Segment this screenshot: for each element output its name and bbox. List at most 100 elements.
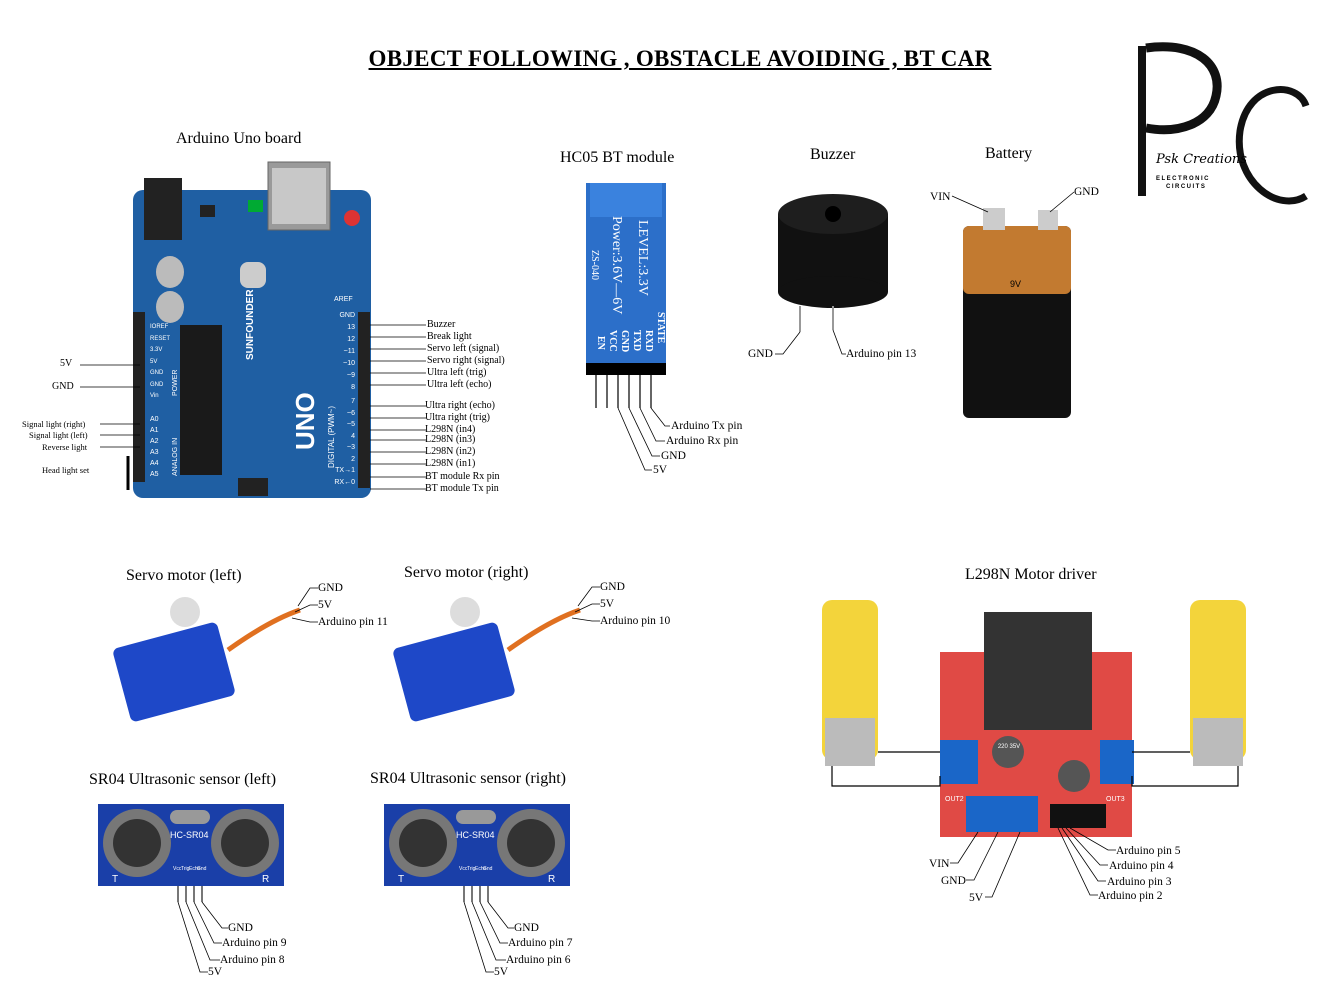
sr04-right-r: R (548, 874, 555, 885)
l298n-heading: L298N Motor driver (965, 566, 1097, 584)
pin-label: Echo (475, 866, 483, 872)
sr04-right-heading: SR04 Ultrasonic sensor (right) (370, 770, 566, 788)
sr04-left-model: HC-SR04 (170, 830, 209, 840)
sr04-right-t: T (398, 874, 404, 885)
servo-left-label-5v: 5V (318, 598, 332, 612)
servo-right-body (392, 597, 580, 723)
servo-right-label-pin: Arduino pin 10 (600, 614, 670, 628)
hc05-pin-en: EN (595, 336, 606, 350)
servo-right-label-5v: 5V (600, 597, 614, 611)
buzzer-label-pin13: Arduino pin 13 (846, 347, 916, 361)
pin-label: A2 (150, 436, 159, 447)
arduino-aref-label: AREF (334, 296, 353, 303)
arduino-label-head-light: Head light set (42, 465, 89, 475)
l298n-label-pin2: Arduino pin 2 (1098, 889, 1163, 903)
pin-label: ~11 (333, 346, 355, 358)
pin-label: 12 (333, 334, 355, 346)
pin-label: RX←0 (328, 477, 355, 489)
pin-label: Echo (189, 866, 197, 872)
sr04-left-label-pin9: Arduino pin 9 (222, 936, 287, 950)
hc05-label-tx: Arduino Tx pin (671, 419, 742, 433)
sr04-left-pins: VccTrigEchoGnd (173, 866, 205, 872)
hc05-pin-vcc: VCC (607, 330, 618, 352)
pin-label: A1 (150, 425, 159, 436)
hc05-pin-txd: TXD (631, 330, 642, 351)
battery-heading: Battery (985, 145, 1032, 163)
sr04-right-label-5v: 5V (494, 965, 508, 979)
pin-label: IOREF (150, 322, 170, 334)
hc05-pin-rxd: RXD (643, 330, 654, 352)
hc05-board-text-3: ZS-040 (589, 250, 600, 280)
sr04-left-label-5v: 5V (208, 965, 222, 979)
sr04-left-r: R (262, 874, 269, 885)
arduino-digital-pins-top: GND 13 12 ~11 ~10 ~9 8 (333, 310, 355, 394)
arduino-label-ultra-left-echo: Ultra left (echo) (427, 379, 491, 391)
pin-label: 7 (328, 396, 355, 408)
arduino-model: UNO (290, 392, 321, 450)
pin-label: 3.3V (150, 345, 170, 357)
l298n-label-gnd: GND (941, 874, 966, 888)
sr04-left-board (98, 804, 284, 902)
pin-label: GND (333, 310, 355, 322)
sr04-right-pins: VccTrigEchoGnd (459, 866, 491, 872)
arduino-label-bt-rx: BT module Rx pin (425, 471, 500, 483)
sr04-right-label-gnd: GND (514, 921, 539, 935)
servo-left-label-gnd: GND (318, 581, 343, 595)
pin-label: ~5 (328, 419, 355, 431)
sr04-left-heading: SR04 Ultrasonic sensor (left) (89, 771, 276, 789)
pin-label: 13 (333, 322, 355, 334)
pin-label: Gnd (197, 866, 205, 872)
buzzer-heading: Buzzer (810, 146, 855, 164)
servo-left-heading: Servo motor (left) (126, 567, 242, 585)
arduino-power-pins: IOREF RESET 3.3V 5V GND GND Vin (150, 322, 170, 403)
hc05-board-text-2: Power:3.6V—6V (608, 216, 624, 314)
pin-label: 4 (328, 431, 355, 443)
arduino-label-reverse-light: Reverse light (42, 442, 87, 452)
arduino-label-ultra-left-trig: Ultra left (trig) (427, 367, 486, 379)
arduino-digital-pins-bottom: 7 ~6 ~5 4 ~3 2 TX→1 RX←0 (328, 396, 355, 488)
l298n-board (822, 600, 1246, 837)
pin-label: ~9 (333, 370, 355, 382)
pin-label: GND (150, 368, 170, 380)
l298n-label-pin4: Arduino pin 4 (1109, 859, 1174, 873)
hc05-label-gnd: GND (661, 449, 686, 463)
pin-label: Vcc (459, 866, 467, 872)
arduino-label-gnd: GND (52, 381, 74, 393)
pin-label: RESET (150, 334, 170, 346)
hc05-label-5v: 5V (653, 463, 667, 477)
l298n-label-vin: VIN (929, 857, 949, 871)
hc05-heading: HC05 BT module (560, 149, 674, 167)
hc05-board (586, 183, 666, 408)
pin-label: ~10 (333, 358, 355, 370)
battery-voltage-label: 9V (1010, 279, 1021, 289)
pin-label: A0 (150, 414, 159, 425)
pin-label: ~6 (328, 408, 355, 420)
hc05-pin-gnd: GND (619, 330, 630, 352)
battery-label-vin: VIN (930, 190, 950, 204)
arduino-label-ultra-right-trig: Ultra right (trig) (425, 412, 490, 424)
pin-label: Vin (150, 391, 170, 403)
hc05-board-text-1: LEVEL:3.3V (634, 220, 650, 296)
pin-label: TX→1 (328, 465, 355, 477)
arduino-label-l298n-in1: L298N (in1) (425, 458, 475, 470)
sr04-left-label-pin8: Arduino pin 8 (220, 953, 285, 967)
sr04-right-model: HC-SR04 (456, 830, 495, 840)
sr04-right-label-pin7: Arduino pin 7 (508, 936, 573, 950)
pin-label: A4 (150, 458, 159, 469)
l298n-out-right: OUT3 (1106, 796, 1125, 803)
arduino-label-bt-tx: BT module Tx pin (425, 483, 499, 495)
servo-left-label-pin: Arduino pin 11 (318, 615, 388, 629)
arduino-label-break-light: Break light (427, 331, 472, 343)
sr04-right-board (384, 804, 570, 902)
l298n-out-left: OUT2 (945, 796, 964, 803)
arduino-label-servo-right: Servo right (signal) (427, 355, 505, 367)
arduino-power-label: POWER (172, 370, 179, 396)
pin-label: 2 (328, 454, 355, 466)
pin-label: Gnd (483, 866, 491, 872)
buzzer-label-gnd: GND (748, 347, 773, 361)
l298n-label-5v: 5V (969, 891, 983, 905)
pin-label: GND (150, 380, 170, 392)
arduino-label-servo-left: Servo left (signal) (427, 343, 499, 355)
pin-label: Vcc (173, 866, 181, 872)
arduino-brand: SUNFOUNDER (245, 289, 256, 360)
